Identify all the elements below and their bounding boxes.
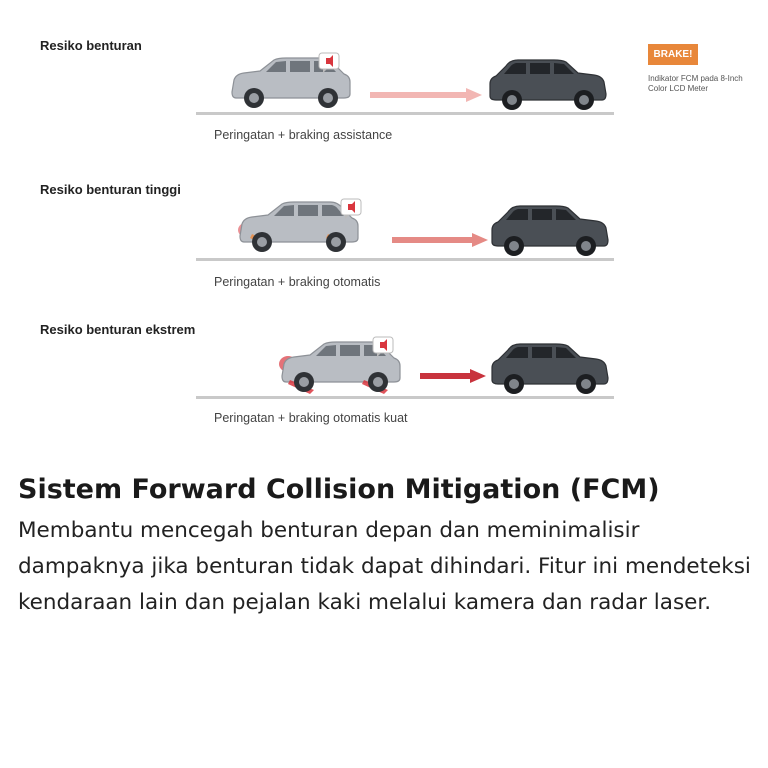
scene-2-silver-car: [234, 196, 370, 265]
scene-1-road: [196, 112, 614, 115]
scene-2-caption: Peringatan + braking otomatis: [214, 275, 381, 289]
scene-3-arrow: [420, 369, 486, 388]
scene-1-arrow: [370, 88, 482, 107]
scene-1-dark-car: [488, 54, 612, 119]
brake-indicator-badge: BRAKE!: [648, 44, 698, 65]
brake-indicator-note: Indikator FCM pada 8-Inch Color LCD Mete…: [648, 74, 743, 93]
scene-1-alert-icon: [318, 52, 344, 79]
scene-2-dark-car: [490, 200, 614, 265]
scene-3-dark-car: [490, 338, 614, 403]
scene-3-caption: Peringatan + braking otomatis kuat: [214, 411, 408, 425]
scene-2-arrow: [392, 233, 488, 252]
scene-3-alert-icon: [372, 336, 398, 363]
scene-3-road: [196, 396, 614, 399]
fcm-title: Sistem Forward Collision Mitigation (FCM…: [18, 474, 660, 505]
fcm-description: Membantu mencegah benturan depan dan mem…: [18, 518, 751, 615]
scene-2-title: Resiko benturan tinggi: [40, 182, 181, 197]
scene-2-alert-icon: [340, 198, 366, 225]
scene-3-title: Resiko benturan ekstrem: [40, 322, 196, 337]
scene-1-caption: Peringatan + braking assistance: [214, 128, 393, 142]
scene-1-title: Resiko benturan: [40, 38, 142, 53]
fcm-diagram: Resiko benturan: [40, 38, 743, 425]
scene-2-road: [196, 258, 614, 261]
